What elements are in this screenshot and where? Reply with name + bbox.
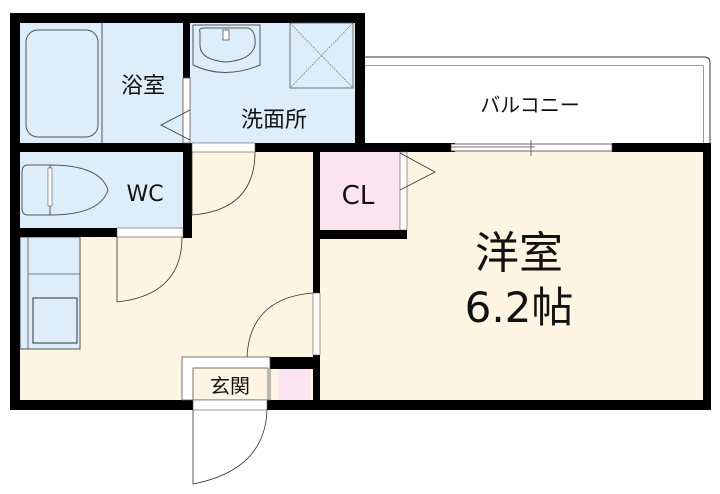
closet-door-swing	[399, 152, 436, 191]
washroom-door-swing	[191, 151, 256, 216]
toilet-door-swing	[116, 236, 183, 303]
entrance-door-swing	[192, 409, 268, 485]
bathtub	[25, 29, 99, 138]
closet-label: CL	[342, 181, 375, 211]
western-room-label: 洋室	[475, 228, 563, 279]
balcony-window[interactable]	[450, 140, 613, 156]
closet-floor-over	[320, 152, 400, 230]
toilet-label: WC	[126, 182, 163, 207]
balcony	[362, 56, 711, 148]
western-room-door-swing	[246, 292, 314, 358]
balcony-label: バルコニー	[480, 93, 580, 117]
washroom-label: 洗面所	[241, 108, 307, 133]
entrance-label: 玄関	[210, 374, 250, 398]
toilet-fixture	[21, 164, 109, 216]
bathroom-label: 浴室	[121, 74, 165, 99]
kitchen-sink	[32, 297, 78, 344]
entrance-area	[181, 356, 311, 485]
washbasin	[192, 24, 261, 73]
bath-door-swing	[160, 109, 191, 141]
western-room-size: 6.2帖	[465, 283, 574, 332]
walls	[10, 13, 711, 410]
washing-machine-space	[289, 22, 354, 89]
